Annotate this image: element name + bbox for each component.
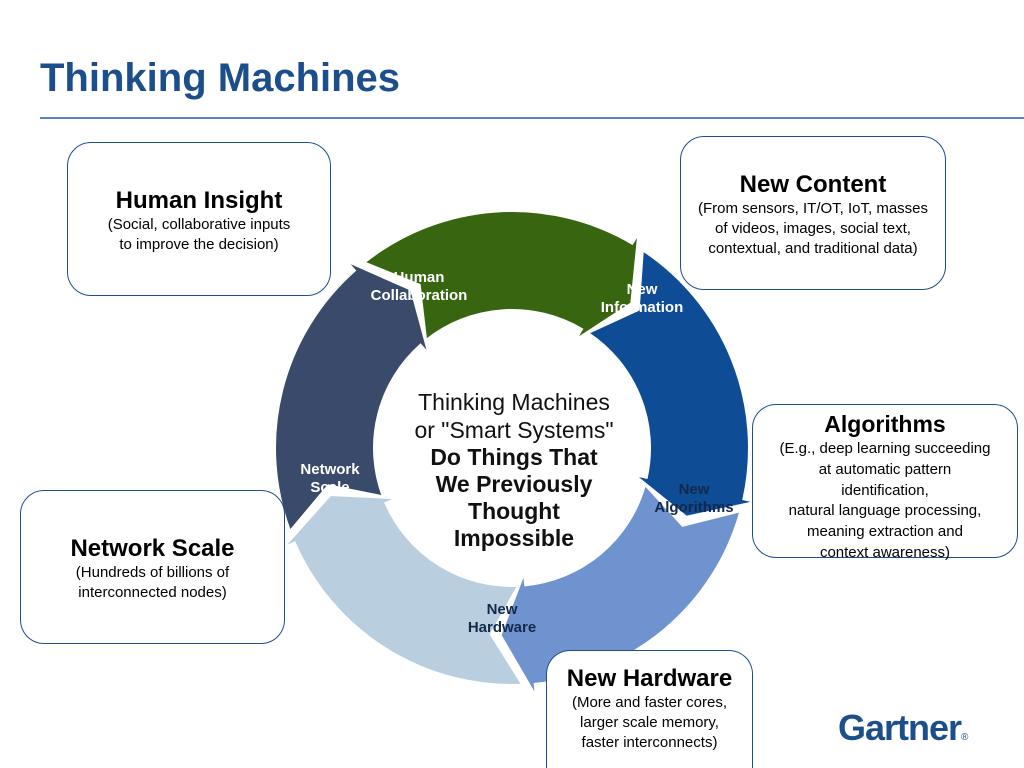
algorithms-box: Algorithms (E.g., deep learning succeedi… [752,404,1018,561]
title-divider [40,117,1024,119]
new-content-heading: New Content [739,171,887,198]
new-hardware-box: New Hardware (More and faster cores, lar… [546,650,753,768]
gartner-logo-text: Gartner [838,707,962,748]
human-insight-heading: Human Insight [115,187,283,214]
new-content-box: New Content (From sensors, IT/OT, IoT, m… [680,136,946,290]
algorithms-body: (E.g., deep learning succeeding at autom… [779,440,991,561]
new-content-body: (From sensors, IT/OT, IoT, masses of vid… [697,200,929,257]
new-hardware-body: (More and faster cores, larger scale mem… [571,694,728,751]
human-insight-body: (Social, collaborative inputs to improve… [107,216,291,253]
center-subtitle: Thinking Machines or "Smart Systems" [414,389,614,443]
algorithms-heading: Algorithms [824,411,946,437]
network-scale-heading: Network Scale [70,535,235,562]
network-scale-body: (Hundreds of billions of interconnected … [75,564,230,601]
new-hardware-heading: New Hardware [566,665,733,692]
segment-new-algorithms [499,482,742,697]
page-title: Thinking Machines [40,56,401,100]
center-statement: Thinking Machines or "Smart Systems" Do … [390,388,638,552]
segment-new-hardware [282,493,525,686]
registered-mark: ® [961,732,969,743]
segment-network-scale [274,260,430,533]
network-scale-box: Network Scale (Hundreds of billions of i… [20,490,285,644]
center-headline: Do Things That We Previously Thought Imp… [430,444,598,551]
gartner-logo: Gartner® [838,707,968,749]
human-insight-box: Human Insight (Social, collaborative inp… [67,142,331,296]
segment-human-collaboration [362,210,640,342]
segment-new-information [586,248,756,518]
